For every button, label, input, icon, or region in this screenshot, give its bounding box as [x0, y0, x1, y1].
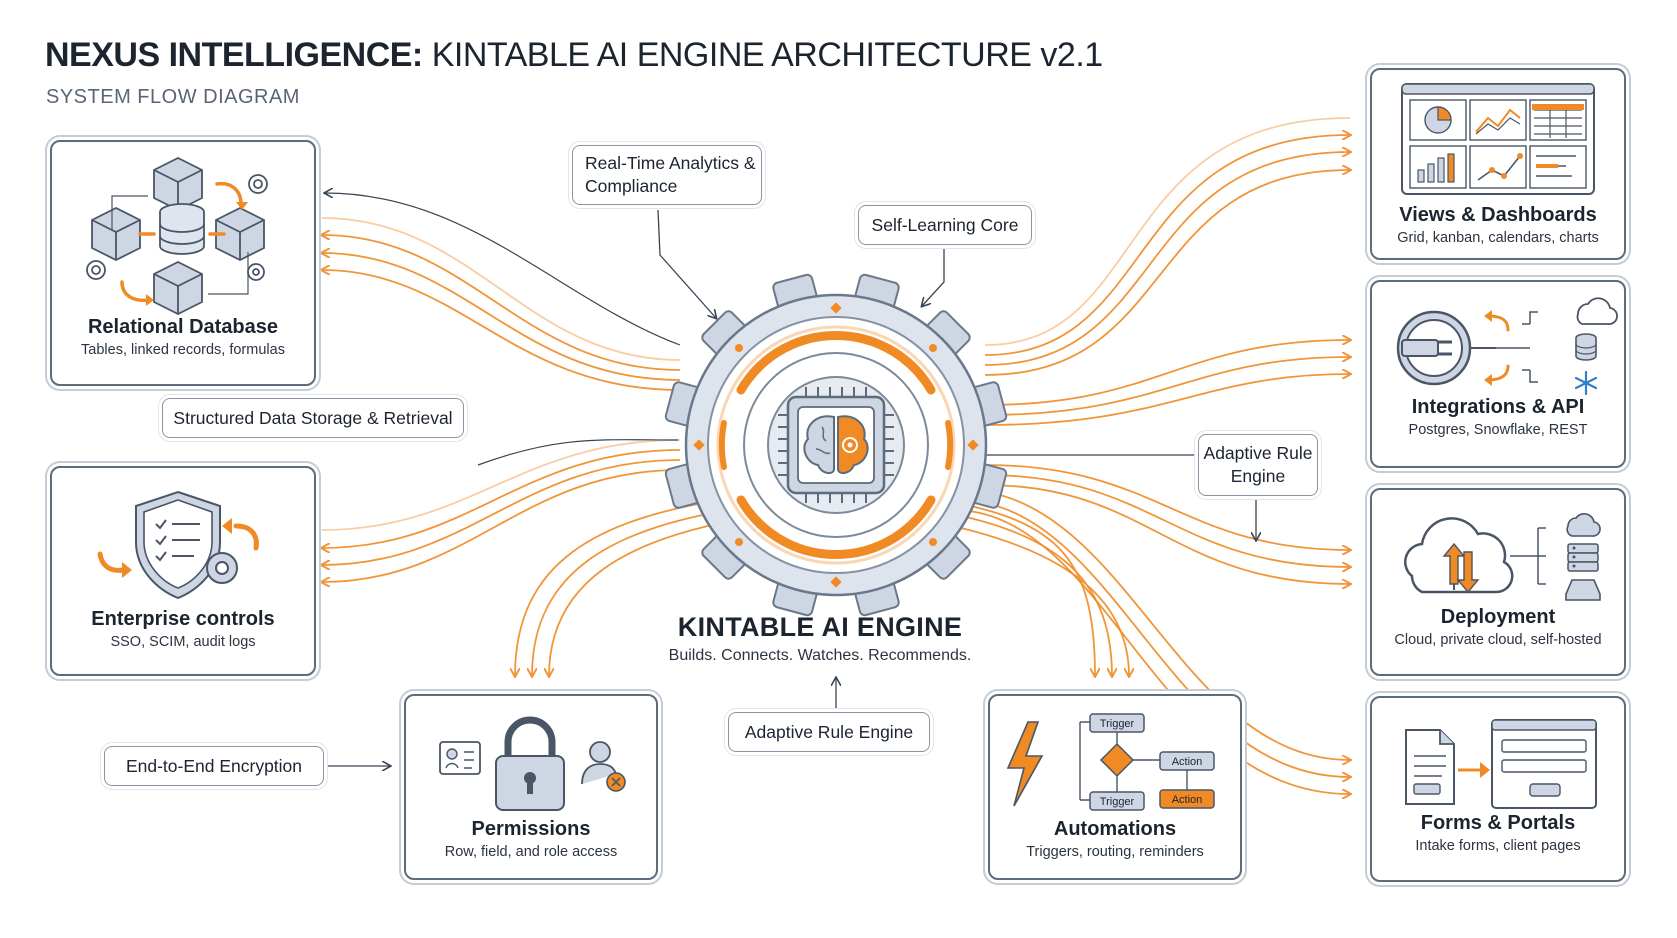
card-subtitle: Triggers, routing, reminders: [1026, 844, 1204, 860]
card-subtitle: Row, field, and role access: [444, 844, 618, 860]
arrow-analytics: [657, 209, 716, 318]
shield-checklist-icon: [97, 490, 259, 600]
card-title: Integrations & API: [1411, 396, 1585, 418]
flow-to-views: [984, 117, 1350, 376]
card-subtitle: Cloud, private cloud, self-hosted: [1394, 632, 1602, 648]
dashboard-icon: [1401, 83, 1595, 195]
card-permissions[interactable]: Permissions Row, field, and role access: [404, 694, 658, 880]
database-cluster-icon: [86, 156, 268, 316]
action-label: Action: [1172, 756, 1203, 768]
flow-database-gray: [325, 193, 681, 346]
card-title: Forms & Portals: [1420, 812, 1576, 834]
flow-to-database: [322, 217, 681, 391]
card-automations[interactable]: Trigger Trigger Action Action Automation…: [988, 694, 1242, 880]
callout-self-learning: Self-Learning Core: [858, 205, 1032, 245]
plug-integration-icon: [1396, 297, 1618, 396]
card-title: Deployment: [1440, 606, 1556, 628]
trigger-label: Trigger: [1100, 718, 1135, 730]
card-relational-database[interactable]: Relational Database Tables, linked recor…: [50, 140, 316, 386]
card-subtitle: SSO, SCIM, audit logs: [110, 634, 256, 650]
card-subtitle: Intake forms, client pages: [1415, 838, 1581, 854]
callout-adaptive-bottom: Adaptive Rule Engine: [728, 712, 930, 752]
card-deployment[interactable]: Deployment Cloud, private cloud, self-ho…: [1370, 488, 1626, 676]
card-title: Relational Database: [87, 316, 279, 338]
cloud-deploy-icon: [1404, 513, 1601, 601]
lock-permissions-icon: [439, 716, 626, 811]
flow-to-enterprise: [322, 439, 681, 582]
callout-encryption: End-to-End Encryption: [104, 746, 324, 786]
card-title: Permissions: [471, 818, 591, 840]
card-title: Enterprise controls: [91, 608, 275, 630]
card-title: Automations: [1053, 818, 1177, 840]
card-subtitle: Postgres, Snowflake, REST: [1408, 422, 1588, 438]
flow-to-deployment: [984, 464, 1350, 584]
flow-to-permissions: [515, 499, 737, 676]
title-bold: NEXUS INTELLIGENCE:: [45, 36, 423, 74]
engine-title: KINTABLE AI ENGINE: [677, 612, 963, 642]
engine-subtitle: Builds. Connects. Watches. Recommends.: [668, 647, 972, 664]
flow-storage-gray: [477, 439, 679, 466]
card-enterprise-controls[interactable]: Enterprise controls SSO, SCIM, audit log…: [50, 466, 316, 676]
form-portal-icon: [1405, 719, 1597, 809]
card-views-dashboards[interactable]: Views & Dashboards Grid, kanban, calenda…: [1370, 68, 1626, 260]
trigger-label: Trigger: [1100, 796, 1135, 808]
card-title: Views & Dashboards: [1399, 204, 1597, 226]
card-forms-portals[interactable]: Forms & Portals Intake forms, client pag…: [1370, 696, 1626, 882]
workflow-icon: Trigger Trigger Action Action: [1006, 713, 1215, 811]
card-integrations-api[interactable]: Integrations & API Postgres, Snowflake, …: [1370, 280, 1626, 468]
flow-to-forms: [959, 489, 1350, 794]
callout-adaptive-right: Adaptive Rule Engine: [1198, 434, 1318, 496]
card-subtitle: Tables, linked records, formulas: [81, 342, 285, 358]
engine-gear: [664, 273, 1008, 617]
flow-to-integrations: [984, 340, 1350, 426]
flow-to-automations: [923, 499, 1129, 676]
page-title: NEXUS INTELLIGENCE: KINTABLE AI ENGINE A…: [45, 36, 1103, 75]
callout-storage: Structured Data Storage & Retrieval: [162, 398, 464, 438]
title-rest: KINTABLE AI ENGINE ARCHITECTURE v2.1: [422, 36, 1103, 74]
callout-analytics: Real-Time Analytics & Compliance: [572, 145, 762, 205]
arrow-self-learning: [922, 246, 945, 306]
page-subtitle: SYSTEM FLOW DIAGRAM: [46, 86, 300, 108]
action-label: Action: [1172, 794, 1203, 806]
card-subtitle: Grid, kanban, calendars, charts: [1397, 230, 1599, 246]
